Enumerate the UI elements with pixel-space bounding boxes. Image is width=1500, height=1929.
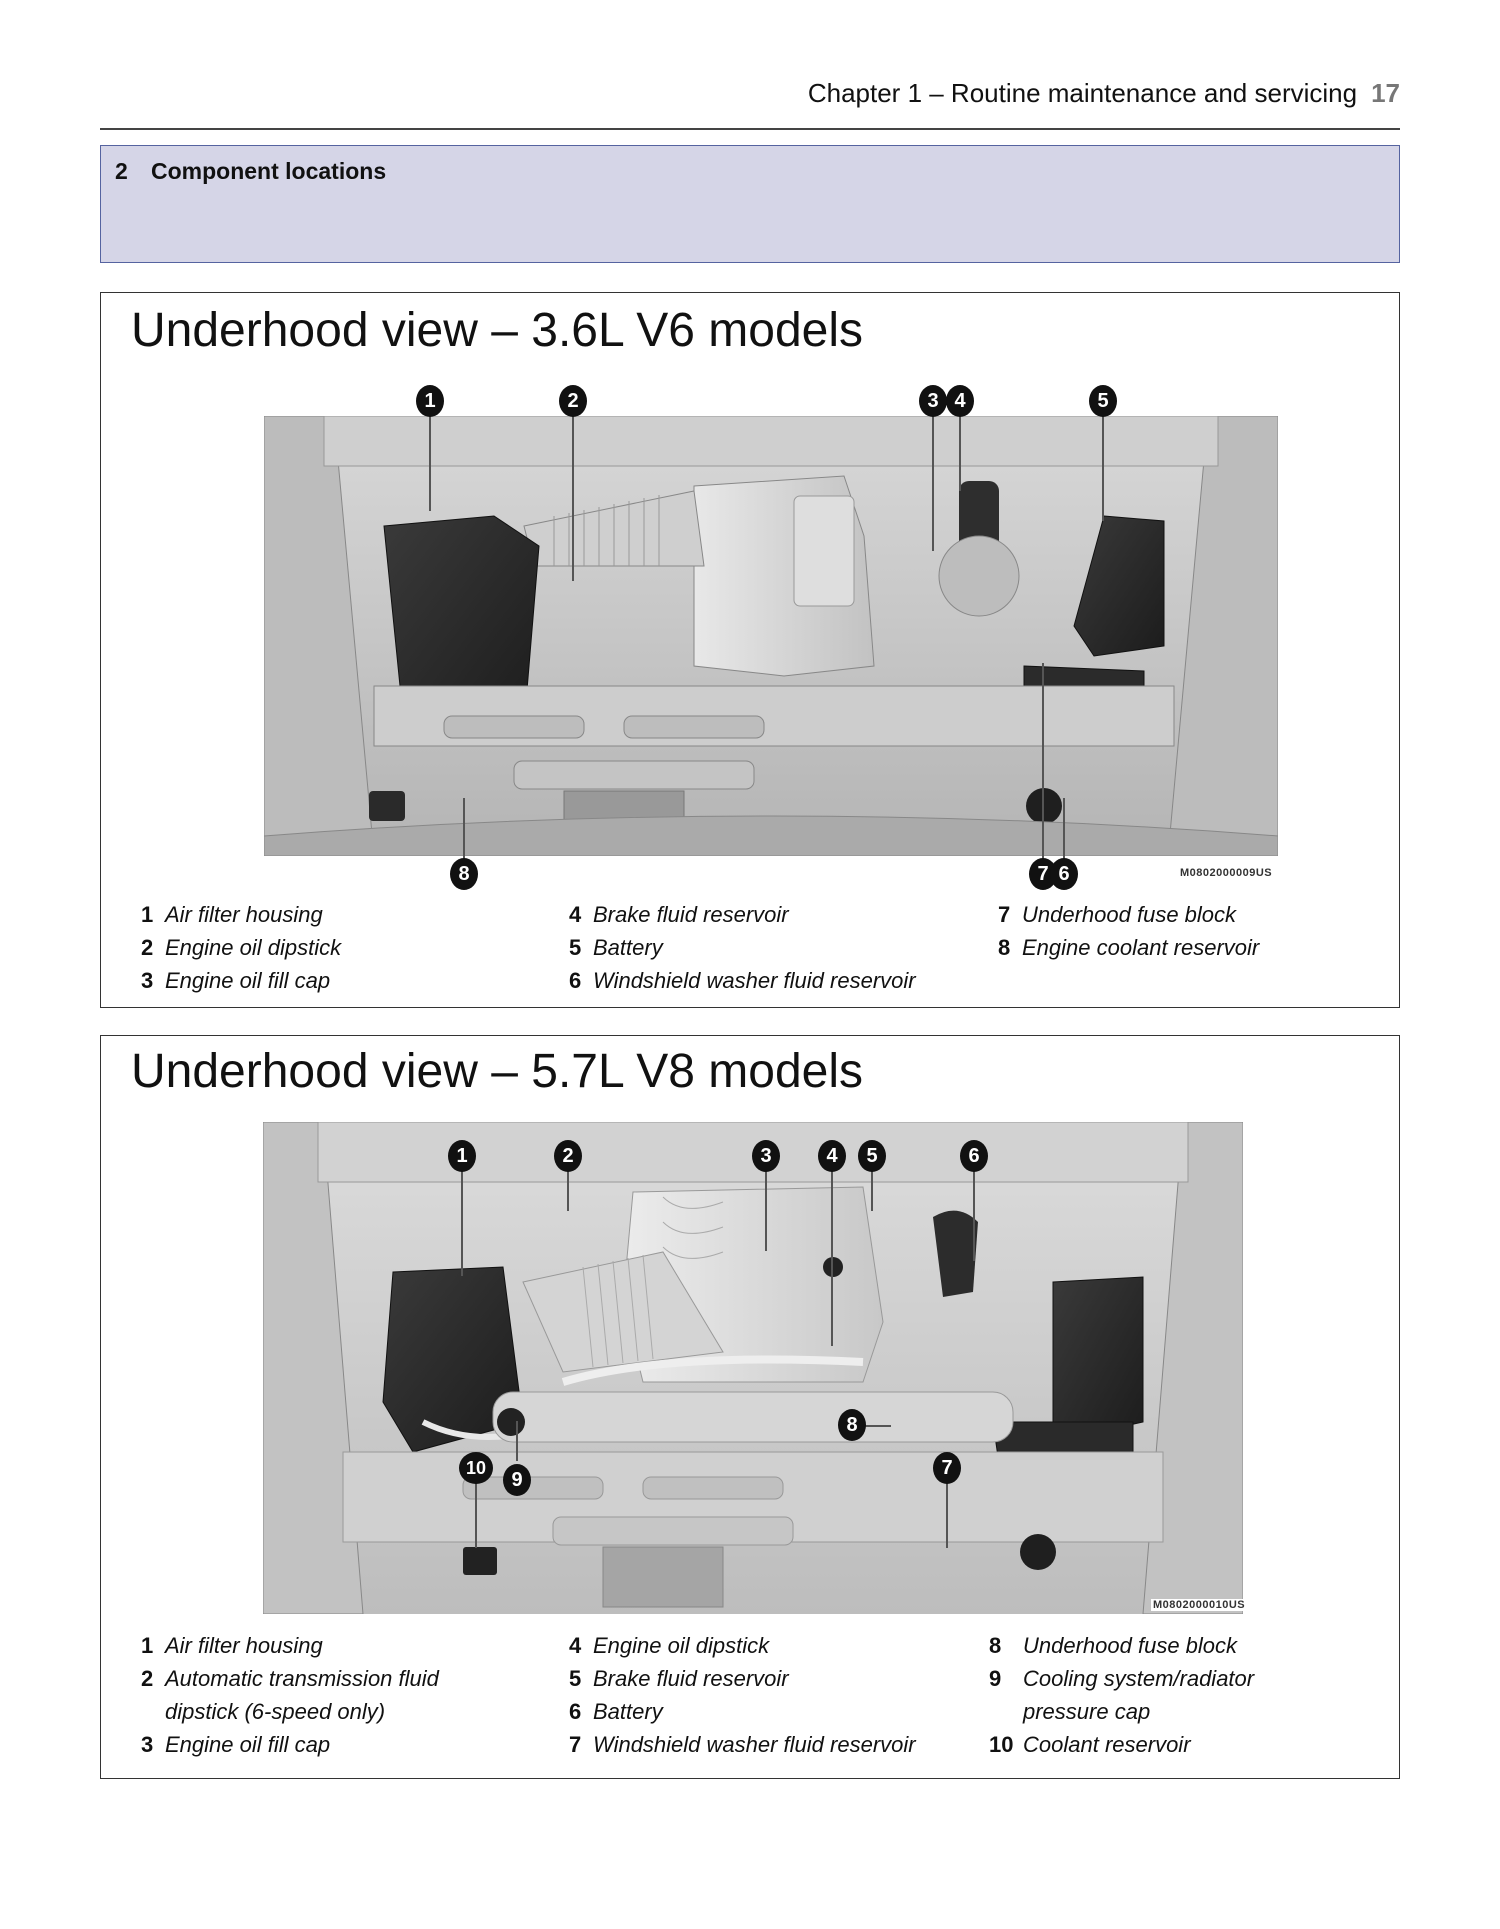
leader-line [1042,663,1044,873]
section-title: Component locations [151,158,387,184]
callout-3: 3 [919,385,947,417]
chapter-title: Chapter 1 – Routine maintenance and serv… [807,78,1358,108]
leader-line [959,401,961,491]
callout-2: 2 [554,1140,582,1172]
leader-line [946,1468,948,1548]
callout-8: 8 [450,858,478,890]
callout-10: 10 [459,1452,493,1484]
leader-line [831,1156,833,1346]
leader-line [765,1156,767,1251]
leader-line [461,1156,463,1276]
panel-v8-underhood: Underhood view – 5.7L V8 models [100,1035,1400,1779]
leader-line [567,1156,569,1211]
section-number: 2 [115,158,128,184]
leader-line [572,401,574,581]
leader-line [851,1425,891,1427]
callout-9: 9 [503,1464,531,1496]
running-header: Chapter 1 – Routine maintenance and serv… [808,78,1400,109]
image-code: M0802000009US [1178,867,1275,879]
callout-5: 5 [1089,385,1117,417]
engine-bay-drawing [264,416,1278,856]
leader-line [871,1156,873,1211]
section-heading-box: 2 Component locations [100,145,1400,263]
leader-line [429,401,431,511]
legend-item-continuation: dipstick (6-speed only) [165,1699,386,1724]
panel-title: Underhood view – 3.6L V6 models [131,304,863,357]
panel-v6-underhood: Underhood view – 3.6L V6 models [100,292,1400,1008]
engine-bay-drawing [263,1122,1243,1614]
leader-line [1102,401,1104,521]
leader-line [463,798,465,873]
leader-line [973,1156,975,1261]
callout-2: 2 [559,385,587,417]
panel-title: Underhood view – 5.7L V8 models [131,1045,863,1098]
callout-4: 4 [946,385,974,417]
legend-item-continuation: pressure cap [1023,1699,1151,1724]
callout-4: 4 [818,1140,846,1172]
engine-bay-illustration-v6 [264,416,1278,856]
callout-7: 7 [933,1452,961,1484]
header-rule [100,128,1400,130]
leader-line [932,401,934,551]
callout-3: 3 [752,1140,780,1172]
engine-bay-illustration-v8 [263,1122,1243,1614]
page-number: 17 [1371,78,1400,108]
callout-8: 8 [838,1409,866,1441]
callout-5: 5 [858,1140,886,1172]
leader-line [475,1468,477,1548]
callout-6: 6 [1050,858,1078,890]
leader-line [516,1421,518,1461]
callout-1: 1 [416,385,444,417]
callout-6: 6 [960,1140,988,1172]
callout-1: 1 [448,1140,476,1172]
image-code: M0802000010US [1151,1599,1248,1611]
leader-line [1063,798,1065,873]
